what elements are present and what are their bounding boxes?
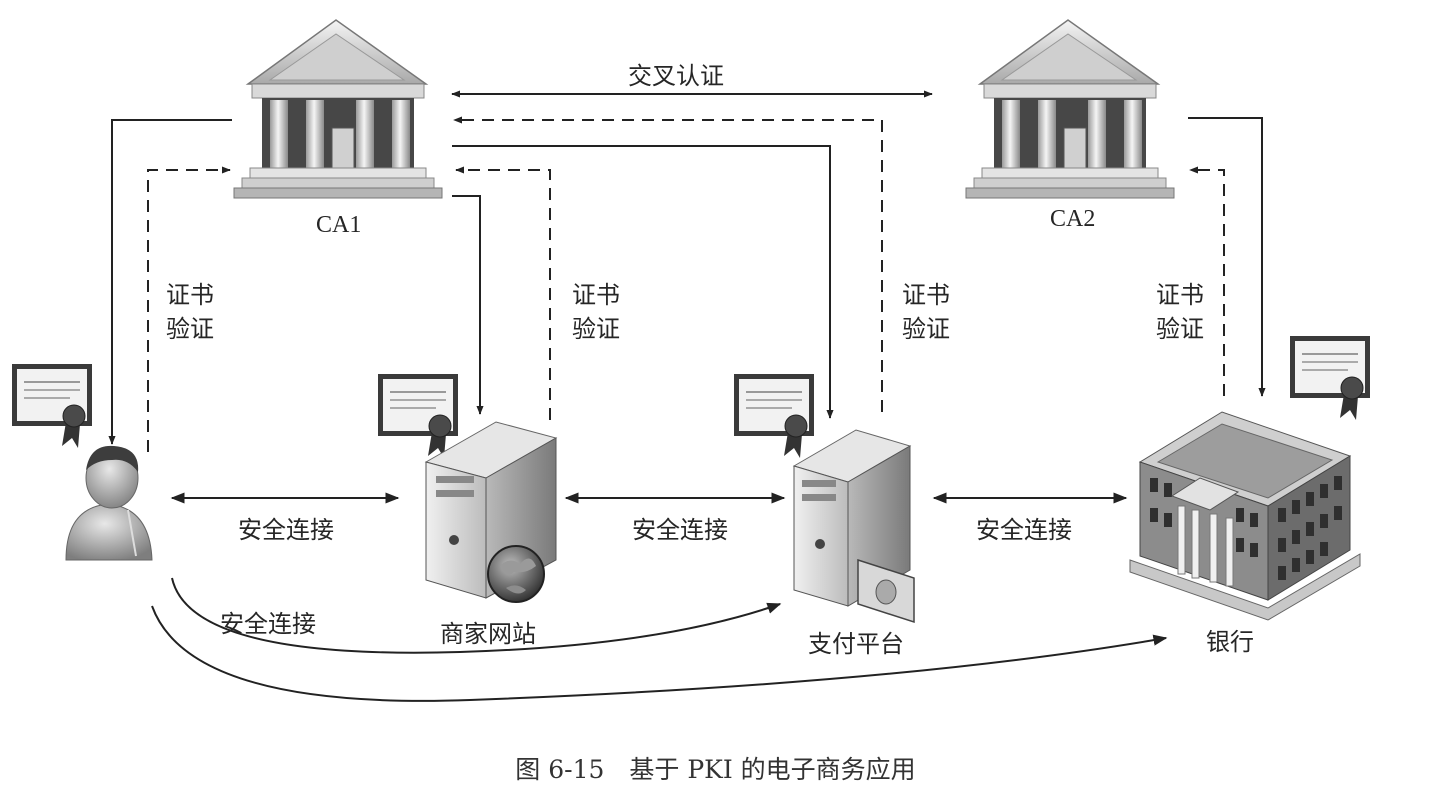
- verify-label: 验证: [1156, 315, 1204, 343]
- secure-conn-label-user-payment: 安全连接: [220, 610, 316, 638]
- ca2-to-bank-arrow: [1188, 117, 1266, 397]
- cert-label: 证书: [572, 281, 620, 309]
- user-verify-ca1-arrow: [147, 166, 231, 452]
- cert-label: 证书: [902, 281, 950, 309]
- user-cert-verify-label: 证书 验证: [166, 278, 214, 346]
- verify-label: 验证: [166, 315, 214, 343]
- ca1-label: CA1: [316, 212, 362, 238]
- merchant-certificate-icon: [378, 374, 458, 458]
- bank-verify-ca2-arrow: [1189, 166, 1225, 396]
- user-payment-connection: [171, 577, 782, 654]
- merchant-cert-verify-label: 证书 验证: [572, 278, 620, 346]
- merchant-label: 商家网站: [440, 620, 536, 648]
- secure-conn-label-user-merchant: 安全连接: [238, 516, 334, 544]
- payment-server-icon: [792, 429, 915, 624]
- payment-label: 支付平台: [808, 630, 904, 658]
- bank-label: 银行: [1206, 628, 1254, 656]
- user-icon: [65, 445, 153, 561]
- cross-cert-label: 交叉认证: [628, 62, 724, 90]
- ca1-building-icon: [233, 19, 443, 199]
- secure-conn-label-payment-bank: 安全连接: [976, 516, 1072, 544]
- cert-label: 证书: [166, 281, 214, 309]
- ca1-to-payment-arrow: [452, 145, 834, 419]
- cert-label: 证书: [1156, 281, 1204, 309]
- bank-certificate-icon: [1290, 336, 1370, 420]
- bank-building-icon: [1129, 411, 1361, 621]
- ca1-to-merchant-arrow: [452, 195, 484, 415]
- payment-cert-verify-label: 证书 验证: [902, 278, 950, 346]
- merchant-verify-ca1-arrow: [455, 166, 551, 420]
- user-bank-connection: [151, 605, 1168, 702]
- verify-label: 验证: [572, 315, 620, 343]
- payment-verify-ca1-arrow: [453, 116, 883, 412]
- payment-certificate-icon: [734, 374, 814, 458]
- figure-caption: 图 6-15 基于 PKI 的电子商务应用: [515, 755, 916, 784]
- secure-conn-label-merchant-payment: 安全连接: [632, 516, 728, 544]
- user-certificate-icon: [12, 364, 92, 448]
- verify-label: 验证: [902, 315, 950, 343]
- bank-cert-verify-label: 证书 验证: [1156, 278, 1204, 346]
- ca2-label: CA2: [1050, 206, 1096, 232]
- ca2-building-icon: [965, 19, 1175, 199]
- ca1-to-user-arrow: [108, 119, 232, 445]
- merchant-server-icon: [424, 421, 558, 603]
